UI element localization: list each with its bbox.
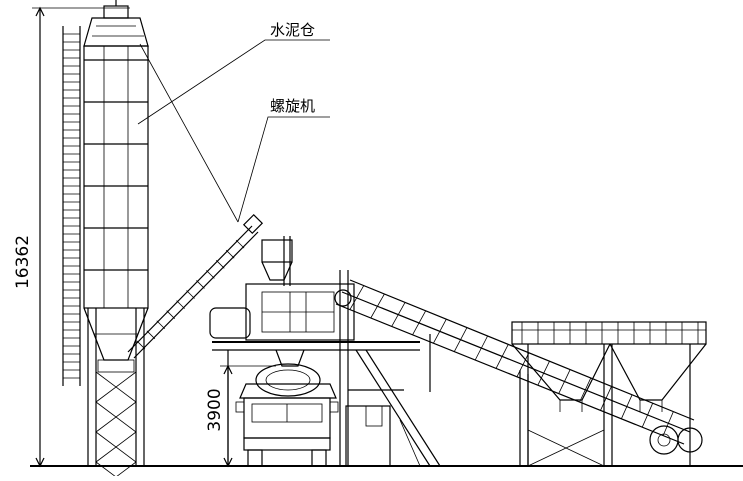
mixer-truck — [235, 363, 339, 467]
label-cement-silo: 水泥仓 — [270, 21, 315, 39]
belt-conveyor — [334, 279, 695, 466]
height-dimension-discharge: 3900 — [205, 364, 276, 468]
label-leaders — [137, 39, 330, 223]
aggregate-batcher — [511, 321, 707, 467]
silo-ladder — [62, 26, 81, 386]
height-dimension-total: 16362 — [13, 6, 130, 468]
cement-silo — [83, 0, 149, 481]
dimension-label-discharge-height: 3900 — [205, 388, 225, 431]
screw-conveyor — [127, 213, 264, 359]
dimension-label-total-height: 16362 — [13, 235, 33, 289]
label-screw-conveyor: 螺旋机 — [270, 97, 315, 115]
